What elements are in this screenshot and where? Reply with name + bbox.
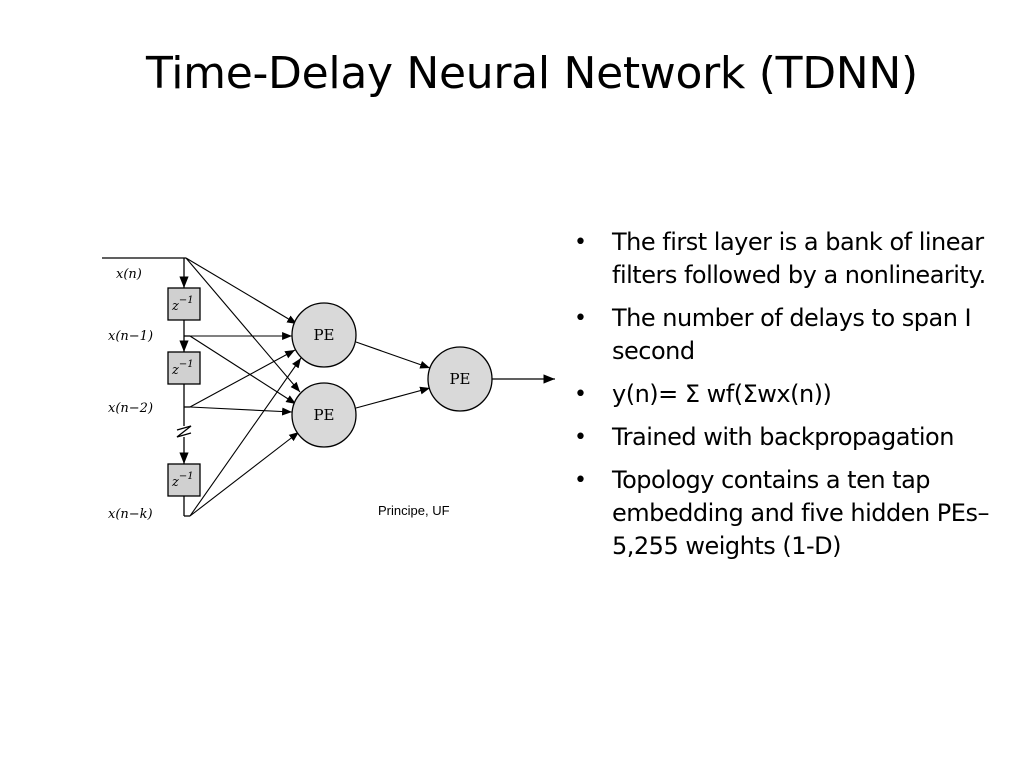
conn-tap3-pe2 (189, 431, 300, 517)
hidden-pe-node-2 (291, 382, 357, 448)
bullet-dot: • (574, 230, 587, 255)
bullet-text-2: The number of delays to span I second (612, 304, 972, 365)
delay-box-1 (167, 287, 201, 321)
bullet-dot: • (574, 306, 587, 331)
bullet-text-1: The first layer is a bank of linear filt… (612, 228, 986, 289)
bullet-text-5: Topology contains a ten tap embedding an… (612, 466, 989, 560)
input-label-3: x(n−k) (108, 507, 153, 522)
conn-tap3-pe1 (189, 357, 302, 517)
bullet-list: • The first layer is a bank of linear fil… (574, 226, 1014, 573)
bullet-item-5: • Topology contains a ten tap embedding a… (574, 464, 1014, 563)
svg-text:z−1: z−1 (171, 295, 194, 314)
delay-exp-1: −1 (179, 295, 194, 306)
bullet-item-2: • The number of delays to span I second (574, 302, 1014, 368)
conn-tap0-pe2 (185, 257, 301, 393)
conn-pe1-out (355, 341, 431, 369)
hidden-pe-label-1: PE (313, 326, 334, 344)
bullet-dot: • (574, 468, 587, 493)
delay-box-3 (167, 463, 201, 497)
bullet-text-3: y(n)= Σ wf(Σwx(n)) (612, 380, 832, 408)
conn-tap2-pe1 (189, 349, 296, 408)
slide-title: Time-Delay Neural Network (TDNN) (146, 48, 918, 99)
delay-box-2 (167, 351, 201, 385)
input-label-0: x(n) (116, 267, 142, 282)
tdnn-diagram: z−1 z−1 z−1 x(n) x(n−1) x(n−2) x(n−k) PE… (100, 244, 570, 534)
delay-line-break (176, 425, 192, 438)
bullet-text-4: Trained with backpropagation (612, 423, 954, 451)
hidden-pe-label-2: PE (313, 406, 334, 424)
delay-exp-3: −1 (179, 471, 194, 482)
delay-exp-2: −1 (179, 359, 194, 370)
conn-pe2-out (355, 386, 431, 409)
bullet-dot: • (574, 382, 587, 407)
conn-tap0-pe1 (185, 257, 298, 325)
delay-label-2: z (171, 363, 179, 378)
delay-label-1: z (171, 299, 179, 314)
tdnn-diagram-svg: z−1 z−1 z−1 x(n) x(n−1) x(n−2) x(n−k) PE… (102, 257, 555, 522)
input-label-1: x(n−1) (108, 329, 153, 344)
bullet-item-1: • The first layer is a bank of linear fil… (574, 226, 1014, 292)
bullet-item-4: • Trained with backpropagation (574, 421, 1014, 454)
conn-tap1-pe2 (189, 335, 297, 405)
image-credit: Principe, UF (378, 503, 450, 518)
bullet-dot: • (574, 425, 587, 450)
svg-text:z−1: z−1 (171, 471, 194, 490)
svg-text:z−1: z−1 (171, 359, 194, 378)
hidden-pe-node-1 (291, 302, 357, 368)
input-label-2: x(n−2) (108, 401, 153, 416)
output-pe-label: PE (449, 370, 470, 388)
bullet-item-3: • y(n)= Σ wf(Σwx(n)) (574, 378, 1014, 411)
output-pe-node (427, 346, 493, 412)
conn-tap2-pe2 (189, 406, 293, 416)
delay-label-3: z (171, 475, 179, 490)
